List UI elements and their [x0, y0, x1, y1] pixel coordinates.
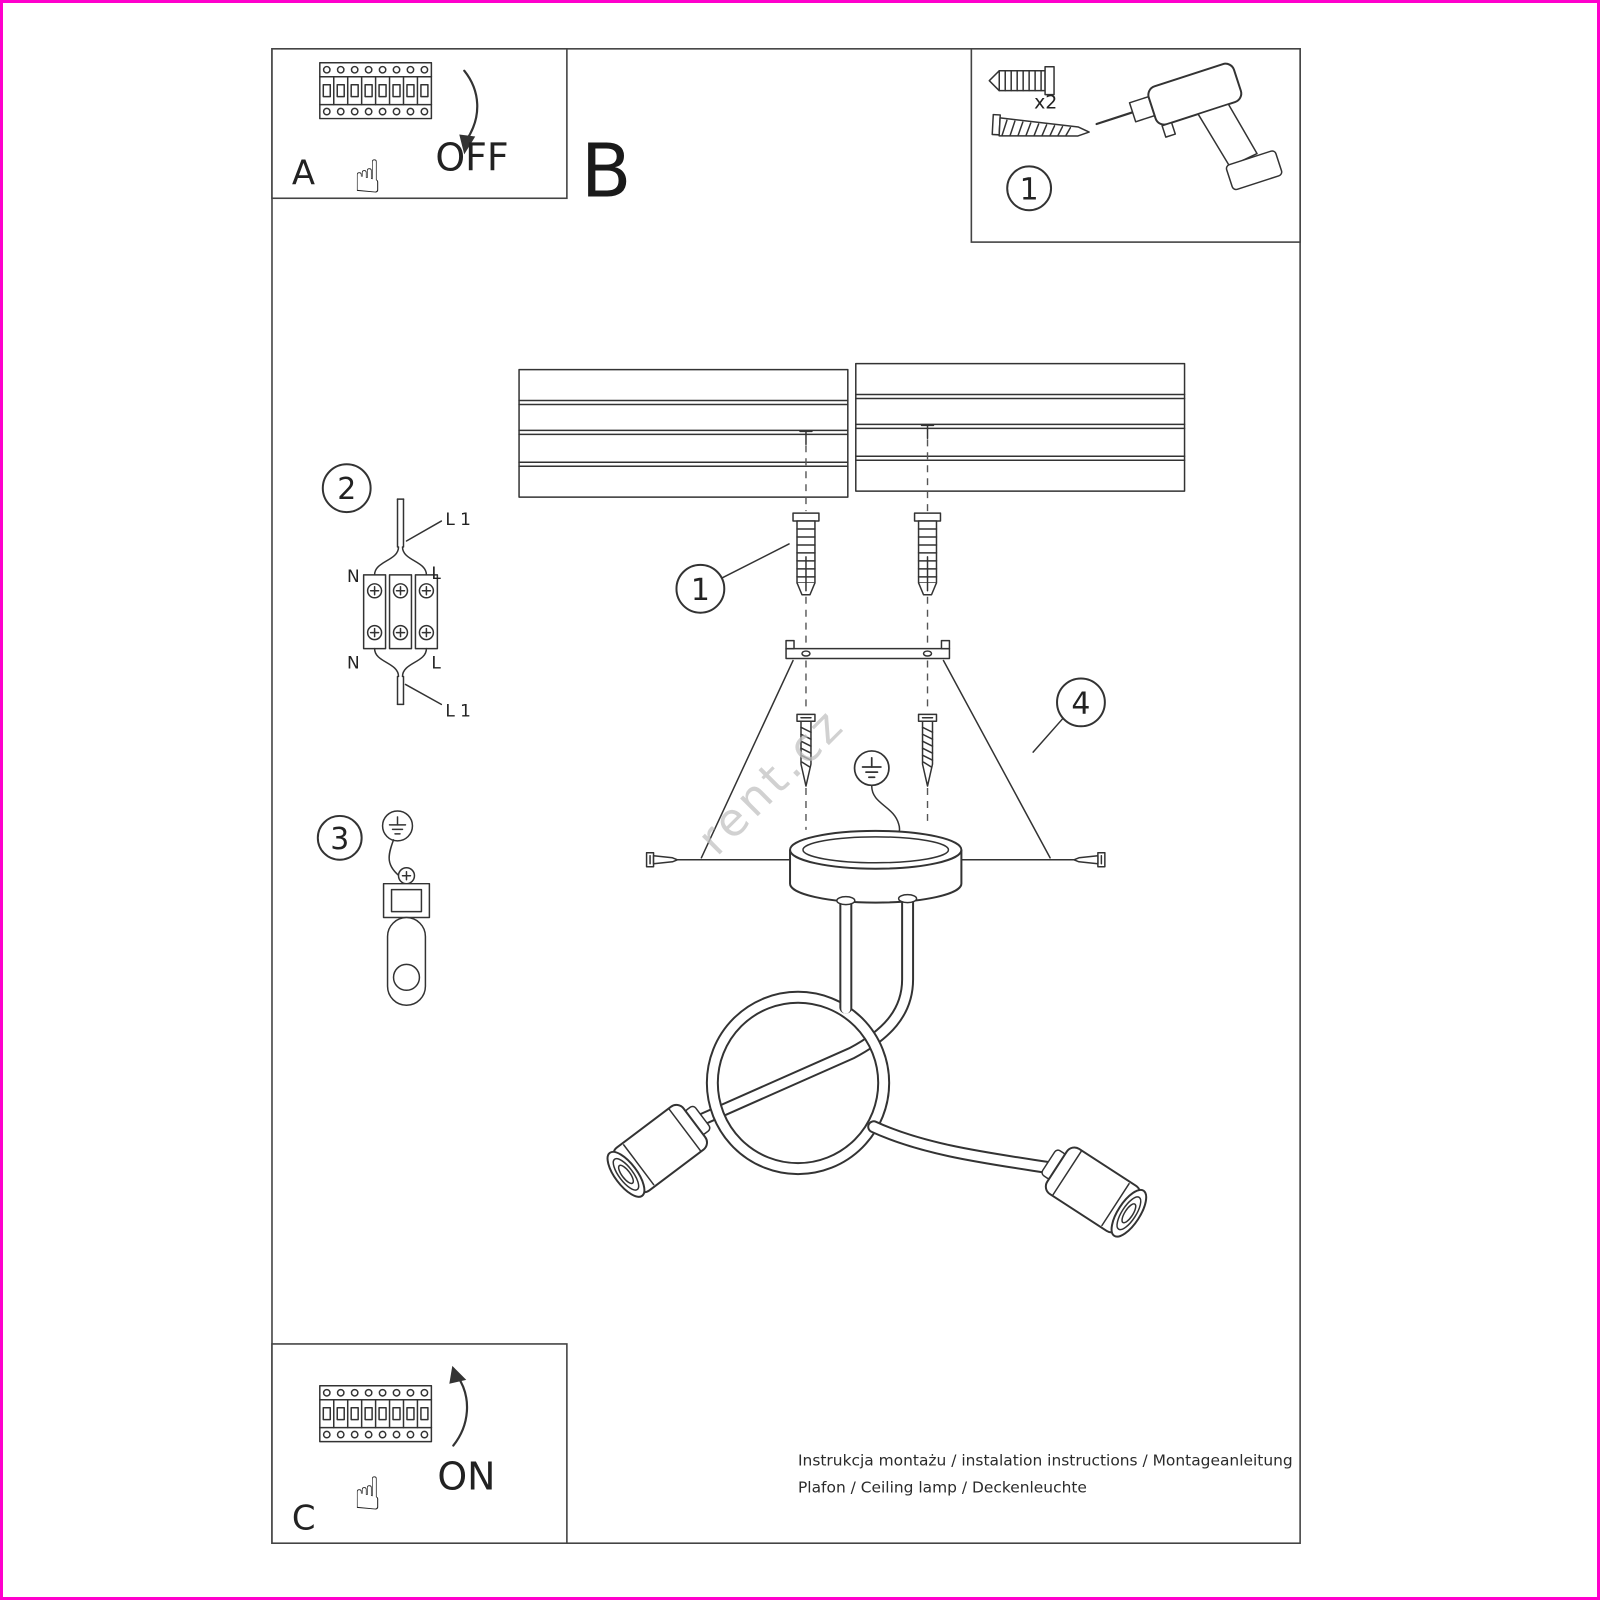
step-4-marker: 4	[1056, 677, 1106, 728]
panel-a-label: A	[292, 153, 315, 192]
ceiling-canopy	[789, 829, 963, 906]
earth-symbol-icon	[381, 810, 414, 842]
step-1-leader-line	[721, 543, 790, 579]
drill-icon	[1095, 62, 1283, 191]
wiring-step: 2 L 1 N L N L	[321, 463, 471, 720]
screw-icon	[991, 113, 1090, 137]
arrow-up-head	[449, 1365, 467, 1384]
wire-label-l1-top: L 1	[445, 509, 471, 529]
wire-label-n-bottom: N	[347, 652, 360, 672]
mounting-bracket	[785, 639, 951, 660]
alignment-dashed-lines	[805, 439, 929, 830]
circuit-breaker-icon	[319, 1385, 433, 1443]
step-1-marker-main: 1	[675, 563, 726, 614]
footer-line-1: Instrukcja montażu / instalation instruc…	[798, 1451, 1293, 1469]
instruction-drawing: ☝ A OFF B x2	[271, 48, 1301, 1544]
on-label: ON	[437, 1454, 495, 1498]
arrow-up-icon	[452, 1374, 469, 1447]
breaker-on-panel: ☝ C ON	[271, 1343, 568, 1544]
step-4-leader-line	[1032, 717, 1064, 753]
footer-caption: Instrukcja montażu / instalation instruc…	[798, 1451, 1293, 1496]
step-3-number: 3	[330, 822, 349, 857]
earth-symbol-icon-main	[853, 750, 890, 787]
step-2-marker: 2	[321, 463, 372, 514]
step-1-number: 1	[1020, 172, 1039, 207]
ceiling-board-right	[855, 362, 1186, 492]
quantity-label: x2	[1034, 92, 1057, 114]
terminal-block-diagram	[362, 498, 443, 706]
content-frame	[271, 48, 1301, 1544]
hand-icon: ☝	[354, 1466, 382, 1520]
wall-plug	[913, 512, 942, 596]
wire-label-l-bottom: L	[431, 652, 441, 672]
circuit-breaker-icon	[319, 62, 433, 120]
hand-icon: ☝	[354, 149, 382, 203]
grounding-step: 3	[316, 810, 431, 1006]
section-b-label: B	[581, 129, 632, 214]
lamp-body	[600, 829, 1154, 1243]
step-3-marker: 3	[316, 814, 363, 861]
ceiling-assembly: 1 4	[518, 362, 1186, 868]
footer-line-2: Plafon / Ceiling lamp / Deckenleuchte	[798, 1478, 1087, 1496]
step-4-number: 4	[1071, 686, 1090, 721]
wire-label-n-top: N	[347, 566, 360, 586]
tools-required-panel: x2 1	[970, 48, 1301, 243]
arrow-down-head	[459, 134, 476, 155]
breaker-off-panel: ☝ A OFF	[271, 48, 568, 203]
wall-plug	[792, 512, 820, 596]
ceiling-board-left	[518, 368, 849, 498]
off-label: OFF	[435, 135, 508, 179]
tube-ferrule	[897, 893, 918, 904]
arrow-down-icon	[463, 69, 479, 142]
wire-label-l-top: L	[431, 563, 441, 583]
step-1-marker-tools: 1	[1006, 165, 1053, 212]
step-1-number-main: 1	[691, 573, 710, 608]
wire-label-l1-bottom: L 1	[445, 700, 471, 720]
wall-plug-icon	[988, 66, 1055, 96]
step-2-number: 2	[337, 472, 356, 507]
tube-ferrule	[836, 895, 856, 906]
panel-c-label: C	[292, 1498, 316, 1537]
ground-terminal-icon	[382, 866, 431, 1006]
panel-c-box	[271, 1343, 568, 1544]
